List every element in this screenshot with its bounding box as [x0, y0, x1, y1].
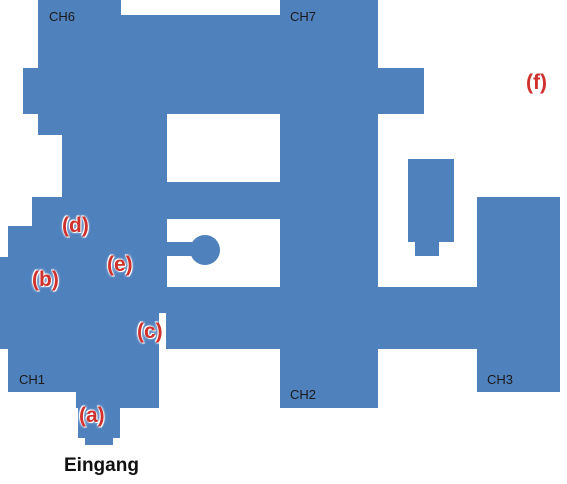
floor-block-isolated-room: [408, 159, 454, 242]
floor-block-ch1-foot: [76, 391, 159, 408]
floor-block-west-mid: [8, 226, 68, 258]
floor-block-stub: [166, 242, 192, 256]
marker-f: (f): [526, 71, 547, 94]
floor-block-ch3: [477, 197, 560, 392]
floor-block-wide-band: [23, 68, 424, 114]
floor-block-ch1: [0, 257, 159, 349]
marker-e: (e): [107, 253, 133, 276]
room-label-ch2: CH2: [290, 387, 317, 402]
floor-block-left-step: [38, 113, 62, 135]
marker-a: (a): [79, 404, 105, 427]
room-label-ch7: CH7: [290, 9, 317, 24]
floor-block-upper-connector: [166, 182, 281, 219]
entrance-label: Eingang: [64, 455, 139, 476]
marker-c: (c): [137, 320, 163, 343]
room-label-ch6: CH6: [49, 9, 76, 24]
floor-block-isolated-step: [415, 241, 439, 256]
room-label-ch1: CH1: [19, 372, 46, 387]
floor-block-entrance: [78, 407, 120, 438]
floor-block-west-top: [32, 197, 67, 227]
floor-block-entrance-step: [85, 437, 113, 445]
floor-block-round-room: [190, 235, 220, 265]
room-label-ch3: CH3: [487, 372, 514, 387]
floor-block-ch7-top: [280, 0, 378, 16]
floor-block-ch6-top: [38, 0, 121, 16]
marker-b: (b): [32, 268, 59, 291]
floor-block-top-band: [38, 15, 378, 69]
floor-area: [0, 0, 560, 445]
floor-block-ch1-bottom: [8, 348, 159, 392]
marker-d: (d): [62, 214, 89, 237]
floor-block-center-column: [280, 113, 378, 408]
